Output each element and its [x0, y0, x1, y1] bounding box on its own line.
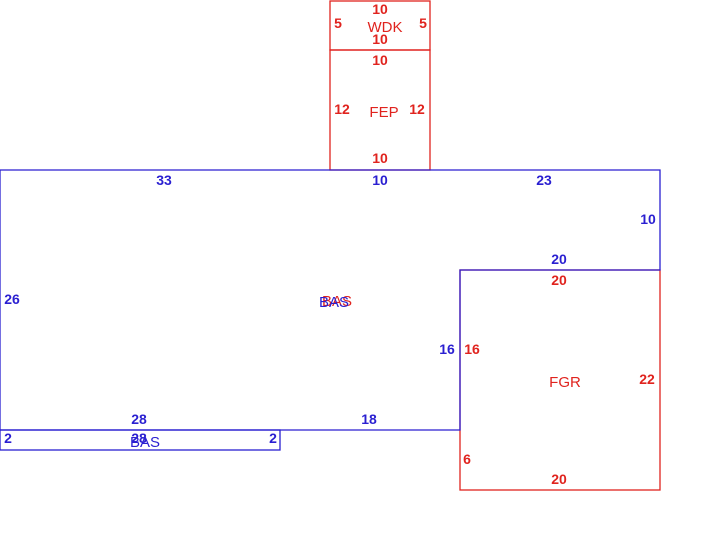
bas-bottom-left-dim: 28	[131, 411, 147, 427]
fep-top-dim: 10	[372, 52, 388, 68]
bas-main-area-name: BAS	[319, 294, 349, 311]
fgr-area-name: FGR	[549, 374, 581, 391]
fep-bottom-dim: 10	[372, 150, 388, 166]
bas-main-outline	[0, 169, 661, 431]
bas-strip-left-dim: 2	[4, 430, 12, 446]
fep-area-name: FEP	[369, 104, 398, 121]
fep-right-dim: 12	[409, 101, 425, 117]
bas-strip-right-dim: 2	[269, 430, 277, 446]
bas-strip-outline	[0, 429, 281, 451]
bas-right-upper-dim: 10	[640, 211, 656, 227]
bas-left-dim: 26	[4, 291, 20, 307]
fgr-left-lower-dim: 6	[463, 451, 471, 467]
bas-top-left-dim: 33	[156, 172, 172, 188]
bas-bottom-right-dim: 18	[361, 411, 377, 427]
wdk-area-name: WDK	[368, 19, 403, 36]
bas-step-top-dim: 20	[551, 251, 567, 267]
bas-strip-top-dim: 28	[131, 430, 147, 446]
fgr-right-dim: 22	[639, 371, 655, 387]
fep-left-dim: 12	[334, 101, 350, 117]
fgr-left-upper-dim: 16	[464, 341, 480, 357]
wdk-bottom-dim: 10	[372, 31, 388, 47]
bas-top-right-dim: 23	[536, 172, 552, 188]
fgr-top-dim: 20	[551, 272, 567, 288]
bas-strip-area-name: BAS	[130, 434, 160, 451]
wdk-left-dim: 5	[334, 15, 342, 31]
fgr-bottom-dim: 20	[551, 471, 567, 487]
bas-overlay-area-name: BAS	[322, 293, 352, 310]
wdk-right-dim: 5	[419, 15, 427, 31]
wdk-top-dim: 10	[372, 1, 388, 17]
bas-inner-vertical-dim: 16	[439, 341, 455, 357]
bas-top-mid-dim: 10	[372, 172, 388, 188]
